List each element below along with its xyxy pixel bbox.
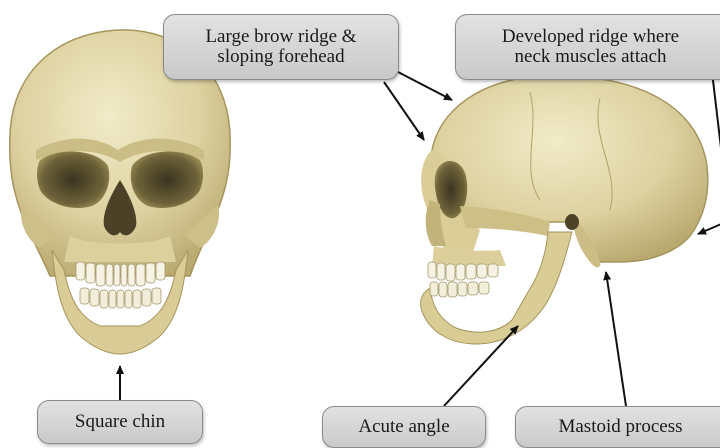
side-skull: [421, 76, 708, 344]
label-chin-text: Square chin: [75, 412, 165, 432]
label-acute-text: Acute angle: [358, 417, 449, 437]
label-acute-angle: Acute angle: [322, 406, 486, 448]
label-mastoid-text: Mastoid process: [558, 417, 682, 437]
side-lower-teeth: [430, 282, 489, 297]
arrow-mastoid: [606, 272, 626, 406]
label-brow-line2: sloping forehead: [217, 47, 344, 67]
label-neck-line1: Developed ridge where: [502, 27, 679, 47]
arrow-neck-ridge-tip: [698, 222, 720, 234]
label-neck-ridge: Developed ridge where neck muscles attac…: [455, 14, 720, 80]
arrow-neck-ridge: [712, 72, 720, 190]
label-square-chin: Square chin: [37, 400, 203, 444]
label-brow-ridge: Large brow ridge & sloping forehead: [163, 14, 399, 80]
label-neck-line2: neck muscles attach: [515, 47, 667, 67]
front-lower-teeth: [80, 288, 161, 308]
label-mastoid-process: Mastoid process: [515, 406, 720, 448]
arrow-brow-ridge: [384, 82, 424, 140]
arrow-brow-forehead: [398, 72, 452, 100]
label-brow-line1: Large brow ridge &: [205, 27, 356, 47]
